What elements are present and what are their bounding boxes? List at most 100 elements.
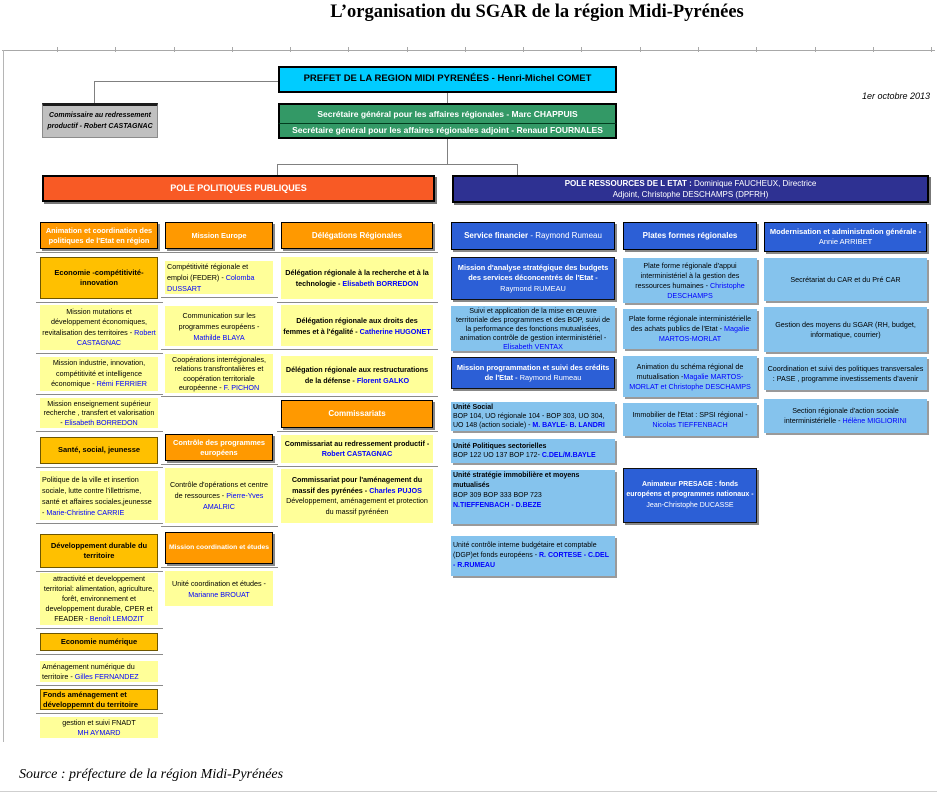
column-separator-line — [277, 431, 438, 432]
ruler-line — [2, 50, 935, 51]
column-separator-line — [36, 353, 163, 354]
hdr-plates-formes: Plates formes régionales — [623, 222, 757, 250]
box-politique-ville: Politique de la ville et insertion socia… — [40, 471, 158, 520]
column-separator-line — [36, 252, 163, 253]
hdr-mission-coordination: Mission coordination et études — [165, 532, 273, 564]
box-unite-coordination: Unité coordination et études - Marianne … — [165, 571, 273, 606]
hdr-mission-europe: Mission Europe — [165, 222, 273, 249]
ruler-tick — [57, 47, 58, 52]
column-separator-line — [36, 628, 163, 629]
left-border-line — [3, 50, 4, 742]
secretaire-general-box: Secrétaire général pour les affaires rég… — [278, 103, 617, 124]
line-sg-down — [447, 139, 448, 164]
ruler-tick — [931, 47, 932, 52]
box-coordination-pase: Coordination et suivi des politiques tra… — [764, 357, 927, 390]
column-separator-line — [161, 567, 278, 568]
column-separator-line — [36, 394, 163, 395]
box-section-regionale: Section régionale d'action sociale inter… — [764, 399, 927, 433]
ruler-tick — [640, 47, 641, 52]
column-separator-line — [161, 252, 278, 253]
box-commissariat-redressement: Commissariat au redressement productif -… — [281, 435, 433, 463]
column-separator-line — [36, 467, 163, 468]
box-amenagement-numerique: Aménagement numérique du territoire - Gi… — [40, 661, 158, 682]
ruler-tick — [756, 47, 757, 52]
secretaire-general-adjoint-box: Secrétaire général pour les affaires rég… — [278, 124, 617, 139]
column-separator-line — [36, 685, 163, 686]
ruler-tick — [581, 47, 582, 52]
column-separator-line — [161, 297, 278, 298]
column-separator-line — [36, 302, 163, 303]
box-plateforme-rh: Plate forme régionale d'appui interminis… — [623, 258, 757, 303]
column-separator-line — [36, 431, 163, 432]
line-drop-pole-right — [517, 164, 518, 175]
box-fonds-amenagement: Fonds aménagement et développemnt du ter… — [40, 689, 158, 710]
ruler-tick — [174, 47, 175, 52]
box-mission-mutations: Mission mutations et développement écono… — [40, 305, 158, 350]
box-gestion-moyens: Gestion des moyens du SGAR (RH, budget, … — [764, 307, 927, 352]
ruler-tick — [290, 47, 291, 52]
box-animation-schema: Animation du schéma régional de mutualis… — [623, 356, 757, 397]
source-caption: Source : préfecture de la région Midi-Py… — [19, 767, 284, 782]
box-unite-strategie: Unité stratégie immobilière et moyens mu… — [451, 470, 615, 524]
box-commissariat-massif: Commissariat pour l'aménagement du massi… — [281, 469, 433, 523]
box-secretariat-car: Secrétariat du CAR et du Pré CAR — [764, 258, 927, 301]
line-commissaire-v — [94, 81, 95, 103]
column-separator-line — [161, 464, 278, 465]
box-developpement-durable: Développement durable du territoire — [40, 534, 158, 568]
column-separator-line — [36, 523, 163, 524]
box-mission-analyse: Mission d'analyse stratégique des budget… — [451, 257, 615, 300]
hdr-animation-coordination: Animation et coordination des politiques… — [40, 222, 158, 249]
hdr-modernisation: Modernisation et administration générale… — [764, 222, 927, 252]
box-controle-operations: Contrôle d'opérations et centre de resso… — [165, 468, 273, 523]
box-attractivite: attractivité et developpement territoria… — [40, 573, 158, 625]
ruler-tick — [698, 47, 699, 52]
box-economie-numerique: Economie numérique — [40, 633, 158, 651]
box-cooperations: Coopérations interrégionales, relations … — [165, 354, 273, 393]
line-drop-pole-left — [277, 164, 278, 175]
box-delegation-droits-femmes: Délégation régionale aux droits des femm… — [281, 305, 433, 346]
line-prefet-sg — [447, 93, 448, 103]
box-plateforme-achats: Plate forme régionale interministérielle… — [623, 309, 757, 349]
bottom-border-line — [0, 791, 937, 792]
column-separator-line — [161, 349, 278, 350]
column-separator-line — [161, 526, 278, 527]
hdr-controle-programmes: Contrôle des programmes européens — [165, 434, 273, 461]
box-communication-programmes: Communication sur les programmes europée… — [165, 306, 273, 346]
hdr-delegations-regionales: Délégations Régionales — [281, 222, 433, 249]
page-title: L’organisation du SGAR de la région Midi… — [330, 2, 744, 22]
ruler-tick — [523, 47, 524, 52]
box-mission-enseignement: Mission enseignement supérieur recherche… — [40, 398, 158, 428]
ruler-tick — [815, 47, 816, 52]
ruler-tick — [348, 47, 349, 52]
box-delegation-recherche: Délégation régionale à la recherche et à… — [281, 257, 433, 299]
ruler-tick — [115, 47, 116, 52]
column-separator-line — [277, 466, 438, 467]
box-suivi-application: Suivi et application de la mise en œuvre… — [451, 306, 615, 351]
pole-ressources-etat: POLE RESSOURCES DE L ETAT : Dominique FA… — [452, 175, 929, 203]
column-separator-line — [36, 654, 163, 655]
box-mission-industrie: Mission industrie, innovation, compétiti… — [40, 357, 158, 391]
box-unite-controle-interne: Unité contrôle interne budgétaire et com… — [451, 536, 615, 576]
box-mission-programmation: Mission programmation et suivi des crédi… — [451, 357, 615, 389]
column-separator-line — [277, 252, 438, 253]
ruler-tick — [873, 47, 874, 52]
ruler-tick — [465, 47, 466, 52]
column-separator-line — [277, 396, 438, 397]
column-separator-line — [277, 302, 438, 303]
box-immobilier-etat: Immobilier de l'Etat : SPSI régional - N… — [623, 403, 757, 436]
column-separator-line — [277, 349, 438, 350]
box-delegation-defense: Délégation régionale aux restructuration… — [281, 356, 433, 393]
hdr-commissariats: Commissariats — [281, 400, 433, 428]
column-separator-line — [36, 713, 163, 714]
line-horizontal-poles — [277, 164, 518, 165]
hdr-service-financier: Service financier - Raymond Rumeau — [451, 222, 615, 250]
box-economie-competitivite: Economie -compétitivité- innovation — [40, 257, 158, 299]
box-competitivite-feder: Compétitivité régionale et emploi (FEDER… — [165, 261, 273, 294]
ruler-tick — [232, 47, 233, 52]
box-animateur-presage: Animateur PRESAGE : fonds européens et p… — [623, 468, 757, 523]
column-separator-line — [36, 571, 163, 572]
